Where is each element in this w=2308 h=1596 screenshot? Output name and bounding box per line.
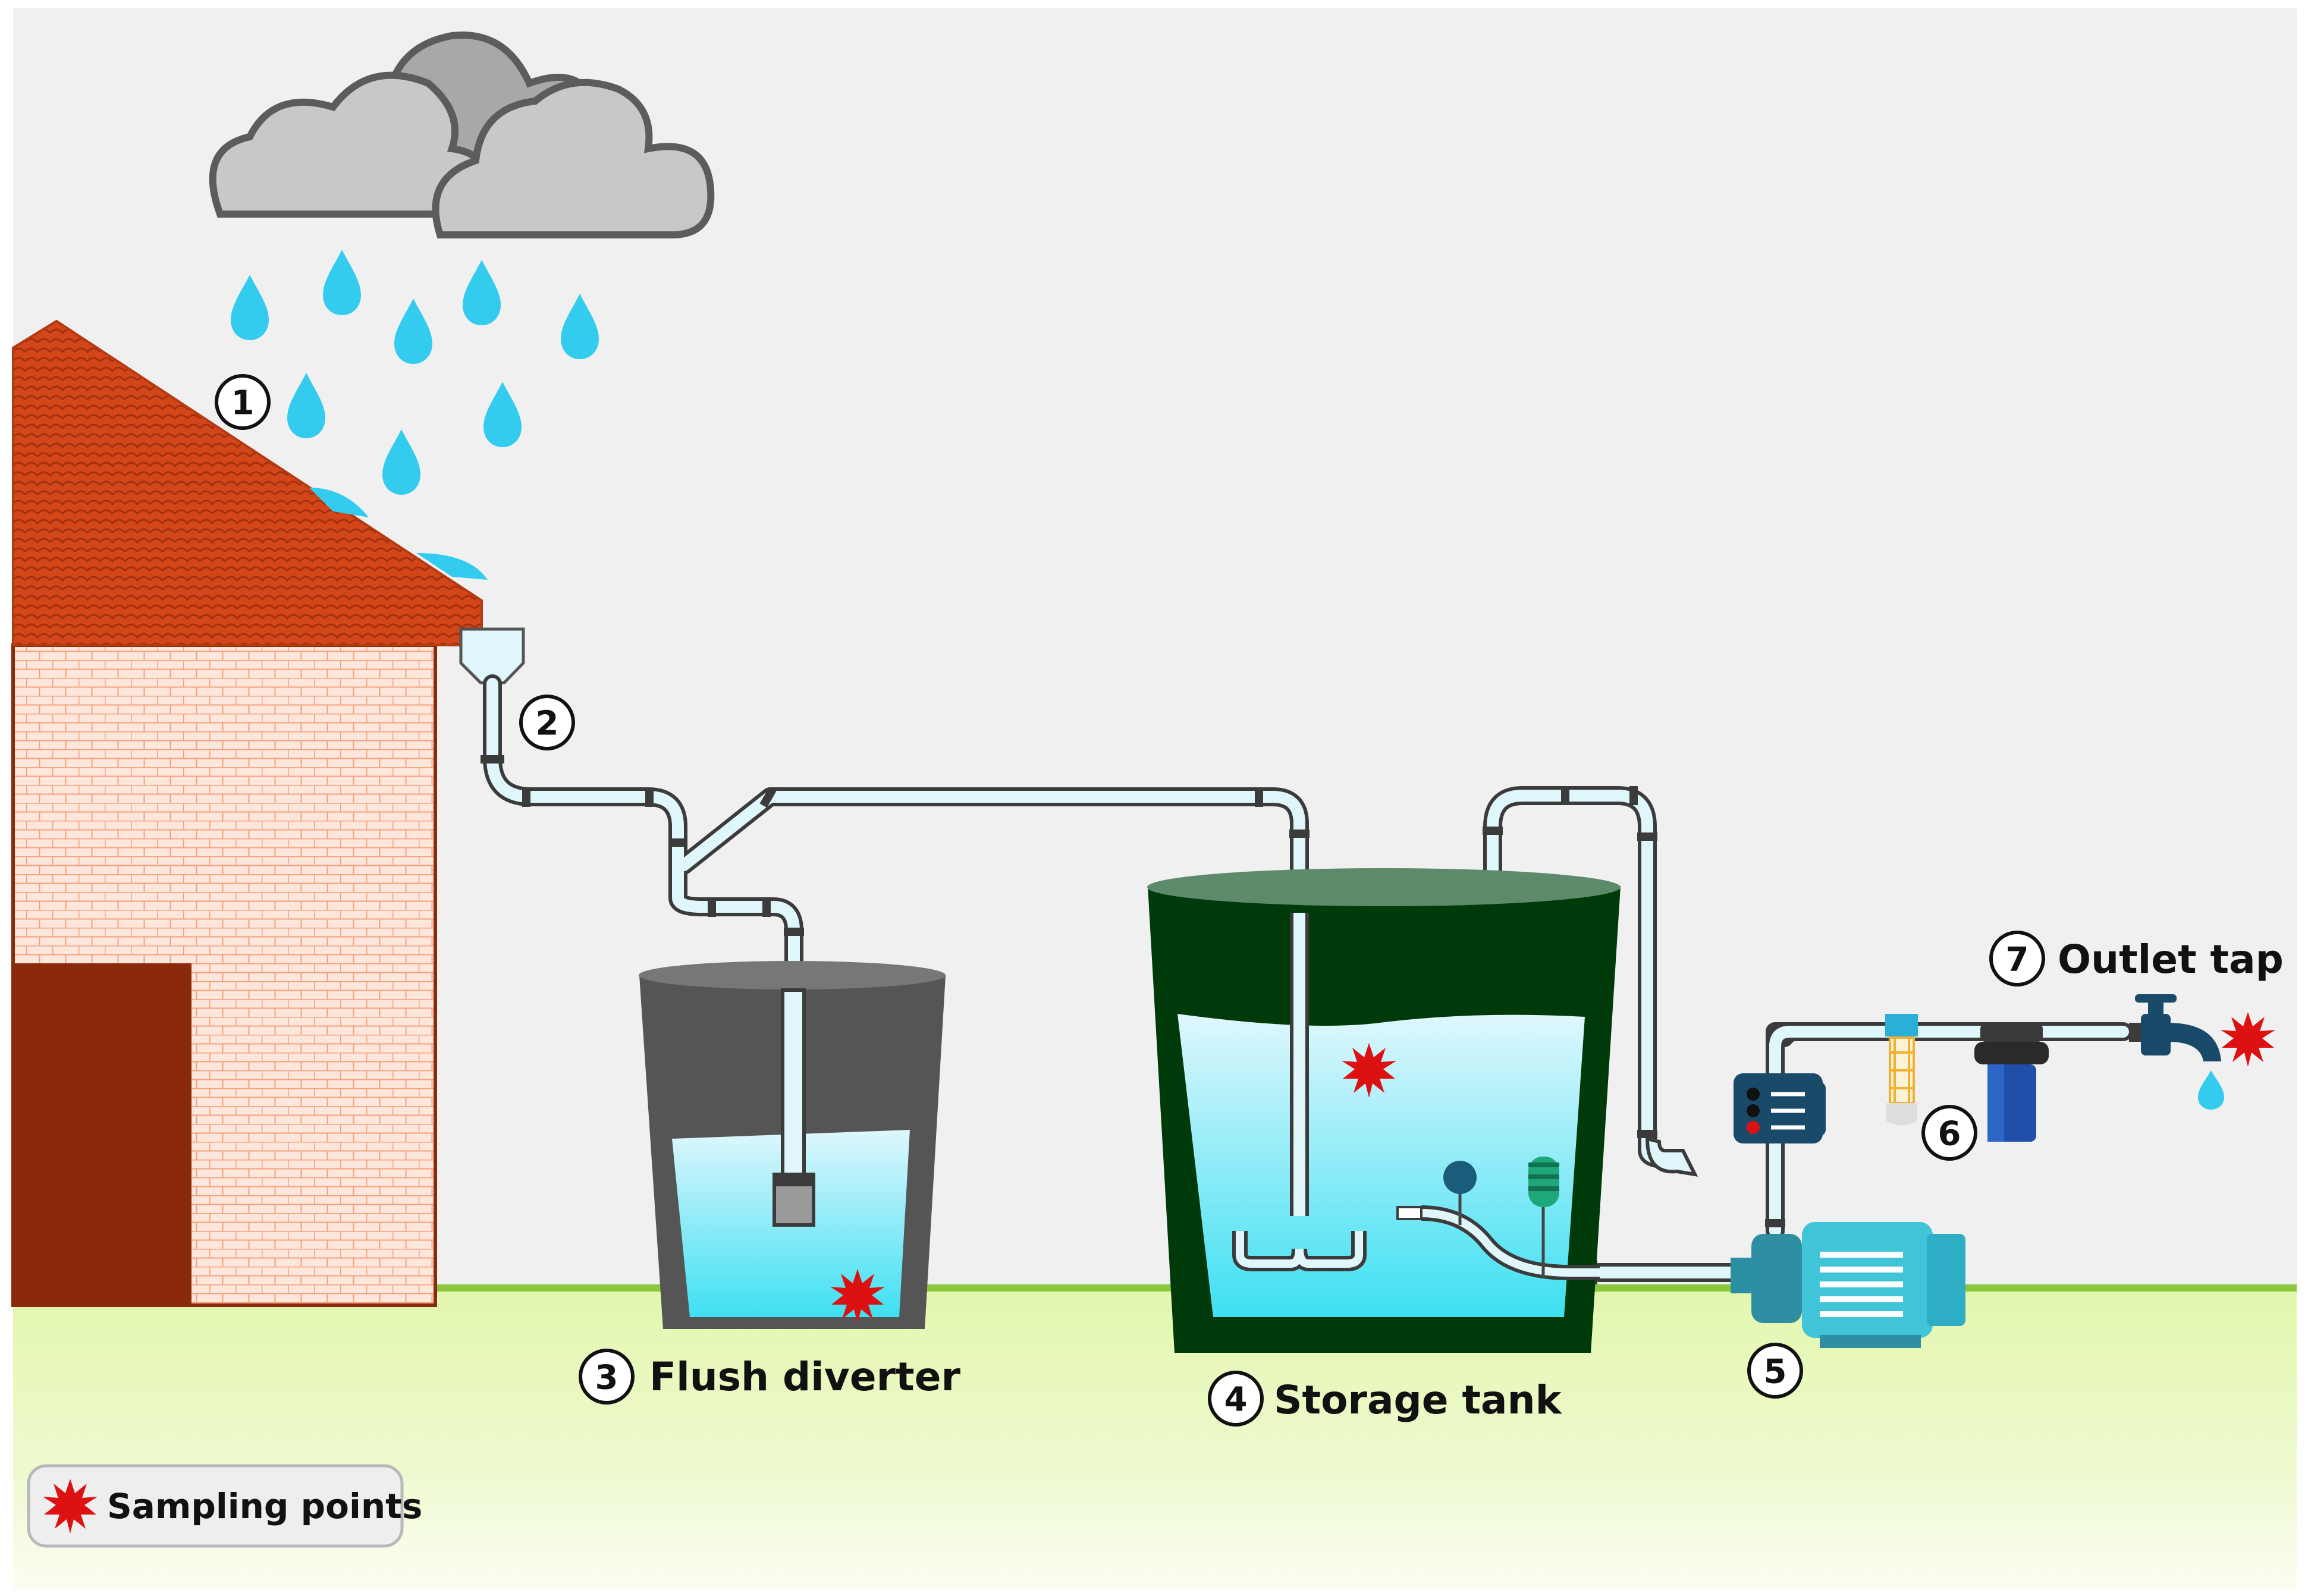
label-gutter: 2 [519,695,575,750]
overflow-outlet [1645,1136,1698,1177]
label-filter-number: 6 [1938,1115,1961,1154]
pressure-controller-icon [1734,1073,1826,1143]
grass-line [13,1284,2297,1292]
legend: Sampling points [27,1464,422,1548]
house-door [13,963,191,1307]
sediment-filter-icon [1885,1014,1918,1126]
label-storage-tank: 4 Storage tank [1208,1371,1563,1427]
label-filter: 6 [1921,1105,1977,1161]
level-sensor [1528,1157,1559,1207]
label-pump-number: 5 [1764,1353,1787,1391]
float-switch-ball [1443,1161,1477,1194]
label-flush-diverter: 3 Flush diverter [579,1349,960,1405]
label-outlet-tap-text: Outlet tap [2058,937,2284,982]
label-pump: 5 [1747,1343,1803,1399]
house-roof [12,319,483,646]
filter-icon [1974,1024,2049,1142]
label-flush-diverter-number: 3 [595,1359,618,1397]
label-gutter-number: 2 [536,705,559,743]
flush-diverter-tank [639,961,946,1329]
label-outlet-tap-number: 7 [2006,941,2029,979]
cloud-icon [209,32,715,238]
label-storage-tank-text: Storage tank [1274,1377,1563,1423]
gutter-funnel [459,627,525,684]
roof-runoff-water [309,488,488,580]
label-outlet-tap: 7 Outlet tap [1989,931,2284,986]
storage-tank [1147,868,1621,1353]
legend-sampling-points-text: Sampling points [107,1486,422,1526]
tap-icon [2135,994,2224,1110]
label-roof: 1 [215,374,271,430]
pump-icon [1731,1222,1965,1348]
label-storage-tank-number: 4 [1224,1381,1248,1419]
label-flush-diverter-text: Flush diverter [649,1354,960,1400]
suction-strainer [1396,1206,1423,1220]
label-roof-number: 1 [231,384,255,423]
